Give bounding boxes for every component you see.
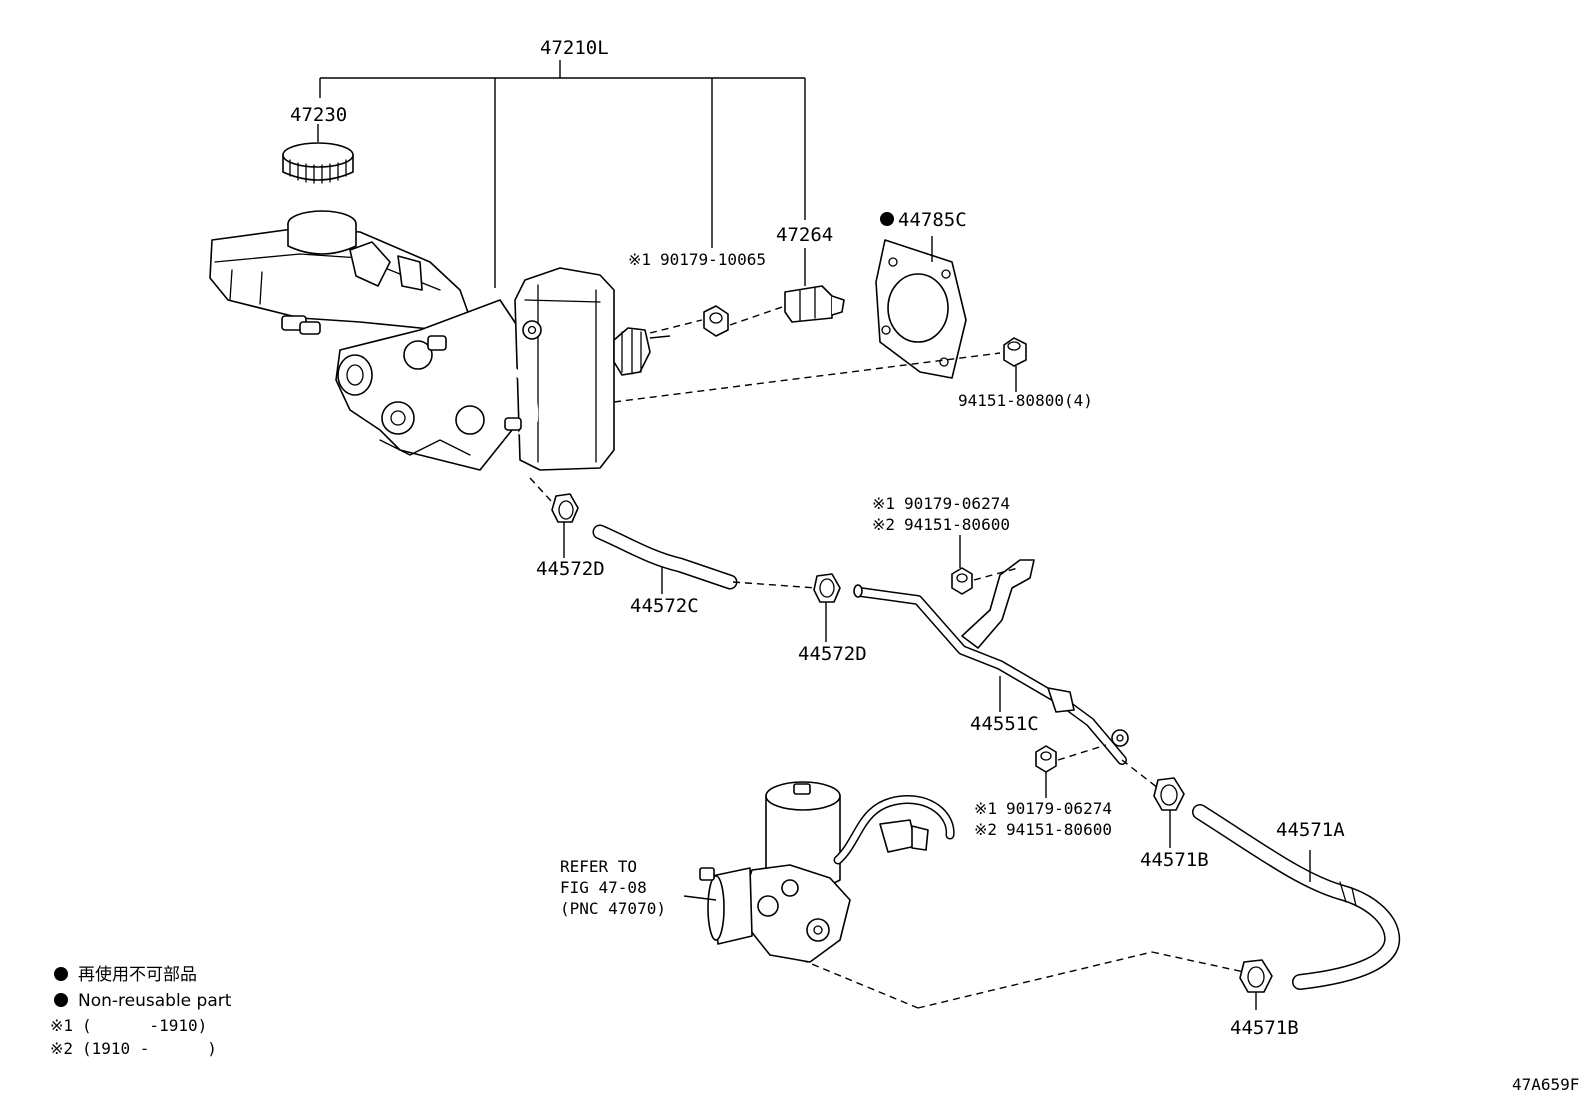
refer-line-1[interactable]: REFER TO	[560, 857, 637, 876]
clamp-44571b-a[interactable]	[1153, 777, 1185, 848]
clamp-44572d-a[interactable]	[551, 493, 579, 558]
label-nut-lower-2: 94151-80600	[1006, 820, 1112, 839]
master-cylinder-assembly[interactable]	[209, 210, 671, 471]
label-nut-lower-2-prefix: ※2	[974, 820, 997, 839]
nonreusable-dot-icon	[880, 212, 894, 226]
legend-dot-icon	[54, 967, 68, 981]
figure-id: 47A659F	[1512, 1075, 1579, 1094]
label-44572d-a: 44572D	[536, 558, 605, 580]
label-nut-lower-1: 90179-06274	[1006, 799, 1112, 818]
label-44571a: 44571A	[1276, 819, 1345, 841]
label-44571b-b: 44571B	[1230, 1017, 1299, 1039]
legend-en: Non-reusable part	[78, 991, 232, 1011]
label-nut-pipe-1-prefix: ※1	[872, 494, 895, 513]
reservoir-cap[interactable]	[282, 124, 354, 184]
label-94151-80800: 94151-80800(4)	[958, 391, 1093, 410]
label-44572c: 44572C	[630, 595, 699, 617]
pipe-44551c[interactable]	[853, 559, 1129, 765]
legend: 再使用不可部品 Non-reusable part ※1 ( -1910) ※2…	[50, 964, 232, 1058]
nut-lower[interactable]	[1035, 745, 1057, 798]
refer-line-3[interactable]: (PNC 47070)	[560, 899, 666, 918]
label-44551c: 44551C	[970, 713, 1039, 735]
pump-assembly-reference[interactable]	[683, 781, 955, 963]
refer-line-2[interactable]: FIG 47-08	[560, 878, 647, 897]
label-nut-pipe-2: 94151-80600	[904, 515, 1010, 534]
label-nut-lower-1-prefix: ※1	[974, 799, 997, 818]
label-44571b-a: 44571B	[1140, 849, 1209, 871]
legend-note1-mark: ※1	[50, 1016, 73, 1035]
clip-47264[interactable]	[784, 285, 845, 323]
label-nut-pipe-1: 90179-06274	[904, 494, 1010, 513]
label-47230: 47230	[290, 104, 347, 126]
legend-note1-text: ( -1910)	[82, 1016, 207, 1035]
gasket-44785c[interactable]	[875, 236, 967, 379]
label-44785c: 44785C	[898, 209, 967, 231]
label-47264: 47264	[776, 224, 833, 246]
legend-dot-icon	[54, 993, 68, 1007]
legend-note2-mark: ※2	[50, 1039, 73, 1058]
label-nut-upper-prefix: ※1	[628, 250, 651, 269]
clamp-44572d-b[interactable]	[813, 573, 841, 642]
legend-jp: 再使用不可部品	[78, 964, 197, 985]
hose-44571a[interactable]	[1192, 804, 1401, 990]
hose-44572c[interactable]	[592, 524, 738, 594]
label-47210l: 47210L	[540, 37, 609, 59]
legend-note2-text: (1910 - )	[82, 1039, 217, 1058]
clamp-44571b-b[interactable]	[1239, 959, 1273, 1010]
label-90179-10065: 90179-10065	[660, 250, 766, 269]
nut-upper[interactable]	[703, 305, 729, 337]
label-nut-pipe-2-prefix: ※2	[872, 515, 895, 534]
assembly-bracket	[319, 60, 806, 288]
label-44572d-b: 44572D	[798, 643, 867, 665]
nut-pipe[interactable]	[951, 535, 973, 595]
bolt-upper[interactable]	[1003, 337, 1027, 392]
